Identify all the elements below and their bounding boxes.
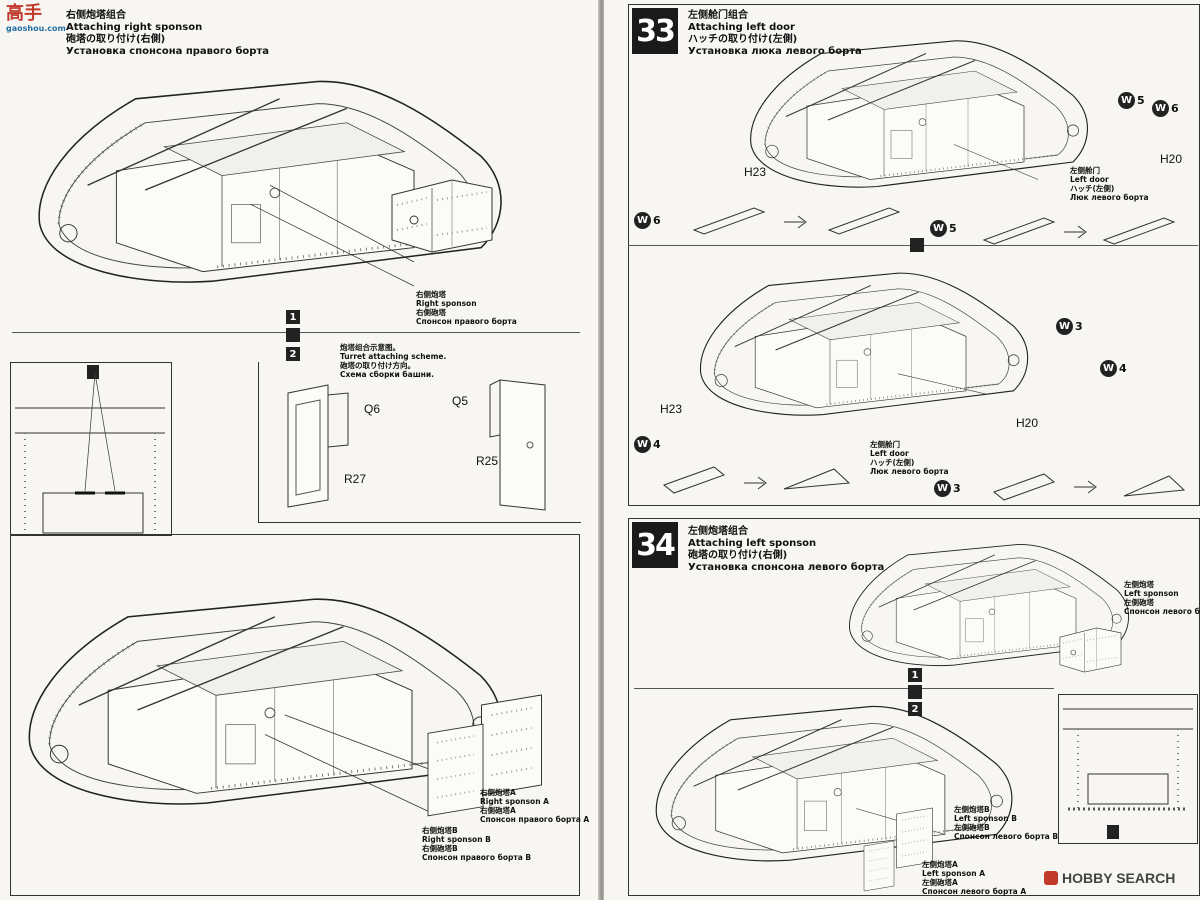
swap-icon-step33 — [910, 238, 924, 252]
option-2-marker: 2 — [286, 347, 300, 361]
label-r27: R27 — [344, 472, 367, 486]
label-q5: Q5 — [452, 394, 469, 408]
step-34-divider — [634, 688, 1054, 689]
w5-bending-sequence — [982, 217, 1176, 245]
swap-icon-step34 — [908, 685, 922, 699]
tank-illustration-step33-b — [699, 272, 1029, 417]
w4-bending-sequence — [662, 466, 851, 494]
turret-attaching-note: 炮塔组合示意图。 Turret attaching scheme. 砲塔の取り付… — [340, 343, 447, 379]
hobby-search-logo-icon — [1044, 871, 1058, 885]
callout-left-door-a: 左侧舱门 Left door ハッチ(左側) Люк левого борта — [1070, 166, 1149, 202]
glue-icon-right — [1107, 825, 1119, 839]
right-sponson-a-part — [480, 694, 543, 796]
tank-illustration-top — [37, 80, 503, 287]
detail-inset-left — [10, 362, 172, 536]
step-33-title: 左侧舱门组合 Attaching left door ハッチの取り付け(左側) … — [688, 10, 862, 57]
callout-right-sponson-b: 右侧炮塔B Right sponson B 右側砲塔B Спонсон прав… — [422, 826, 532, 862]
hobby-search-watermark: HOBBY SEARCH — [1044, 870, 1175, 886]
callout-left-sponson: 左侧炮塔 Left sponson 左側砲塔 Спонсон левого бо… — [1124, 580, 1200, 616]
step-34-title: 左侧炮塔组合 Attaching left sponson 砲塔の取り付け(右側… — [688, 526, 885, 573]
callout-right-sponson: 右侧炮塔 Right sponson 右側砲塔 Спонсон правого … — [416, 290, 517, 326]
label-h23-b: H23 — [660, 402, 683, 416]
turret-scheme-box — [258, 362, 581, 523]
tank-illustration-step34-b — [655, 705, 1013, 862]
label-r25: R25 — [476, 454, 499, 468]
step-34-number: 34 — [632, 522, 678, 568]
callout-left-door-b: 左侧舱门 Left door ハッチ(左側) Люк левого борта — [870, 440, 949, 476]
glue-icon — [87, 365, 99, 379]
step-title-right-sponson: 右侧炮塔组合 Attaching right sponson 砲塔の取り付け(右… — [66, 10, 270, 57]
book-spine — [598, 0, 606, 900]
right-page: 33 左侧舱门组合 Attaching left door ハッチの取り付け(左… — [604, 0, 1200, 900]
detail-inset-right — [1058, 694, 1198, 844]
lower-section-frame — [10, 534, 580, 896]
option-1-marker-step34: 1 — [908, 668, 922, 682]
label-q6: Q6 — [364, 402, 381, 416]
w3-bending-sequence — [992, 473, 1186, 501]
w6-bending-sequence — [692, 207, 901, 235]
label-h20-a: H20 — [1160, 152, 1183, 166]
inset-hull-detail — [15, 372, 165, 534]
callout-left-sponson-b: 左侧炮塔B Left sponson B 左側砲塔B Спонсон левог… — [954, 805, 1059, 841]
tank-illustration-step33-a — [749, 39, 1089, 189]
panel-r25 — [489, 379, 546, 511]
panel-r27 — [287, 384, 349, 508]
inset-hull-detail-right — [1063, 708, 1193, 811]
step-33-number: 33 — [632, 8, 678, 54]
label-h20-b: H20 — [1016, 416, 1039, 430]
option-1-marker: 1 — [286, 310, 300, 324]
right-sponson-part — [391, 179, 493, 253]
callout-left-sponson-a: 左侧炮塔A Left sponson A 左側砲塔A Спонсон левог… — [922, 860, 1027, 896]
left-sponson-part — [1059, 627, 1122, 673]
swap-icon — [286, 328, 300, 342]
left-sponson-a-part — [863, 840, 895, 892]
left-page: 高手 gaoshou.com 右侧炮塔组合 Attaching right sp… — [6, 3, 590, 896]
left-sponson-b-part — [895, 807, 934, 869]
label-h23-a: H23 — [744, 165, 767, 179]
callout-right-sponson-a: 右侧炮塔A Right sponson A 右側砲塔A Спонсон прав… — [480, 788, 590, 824]
right-sponson-b-part — [427, 723, 484, 817]
tank-illustration-bottom — [27, 597, 503, 814]
watermark-logo: 高手 gaoshou.com — [6, 3, 66, 34]
